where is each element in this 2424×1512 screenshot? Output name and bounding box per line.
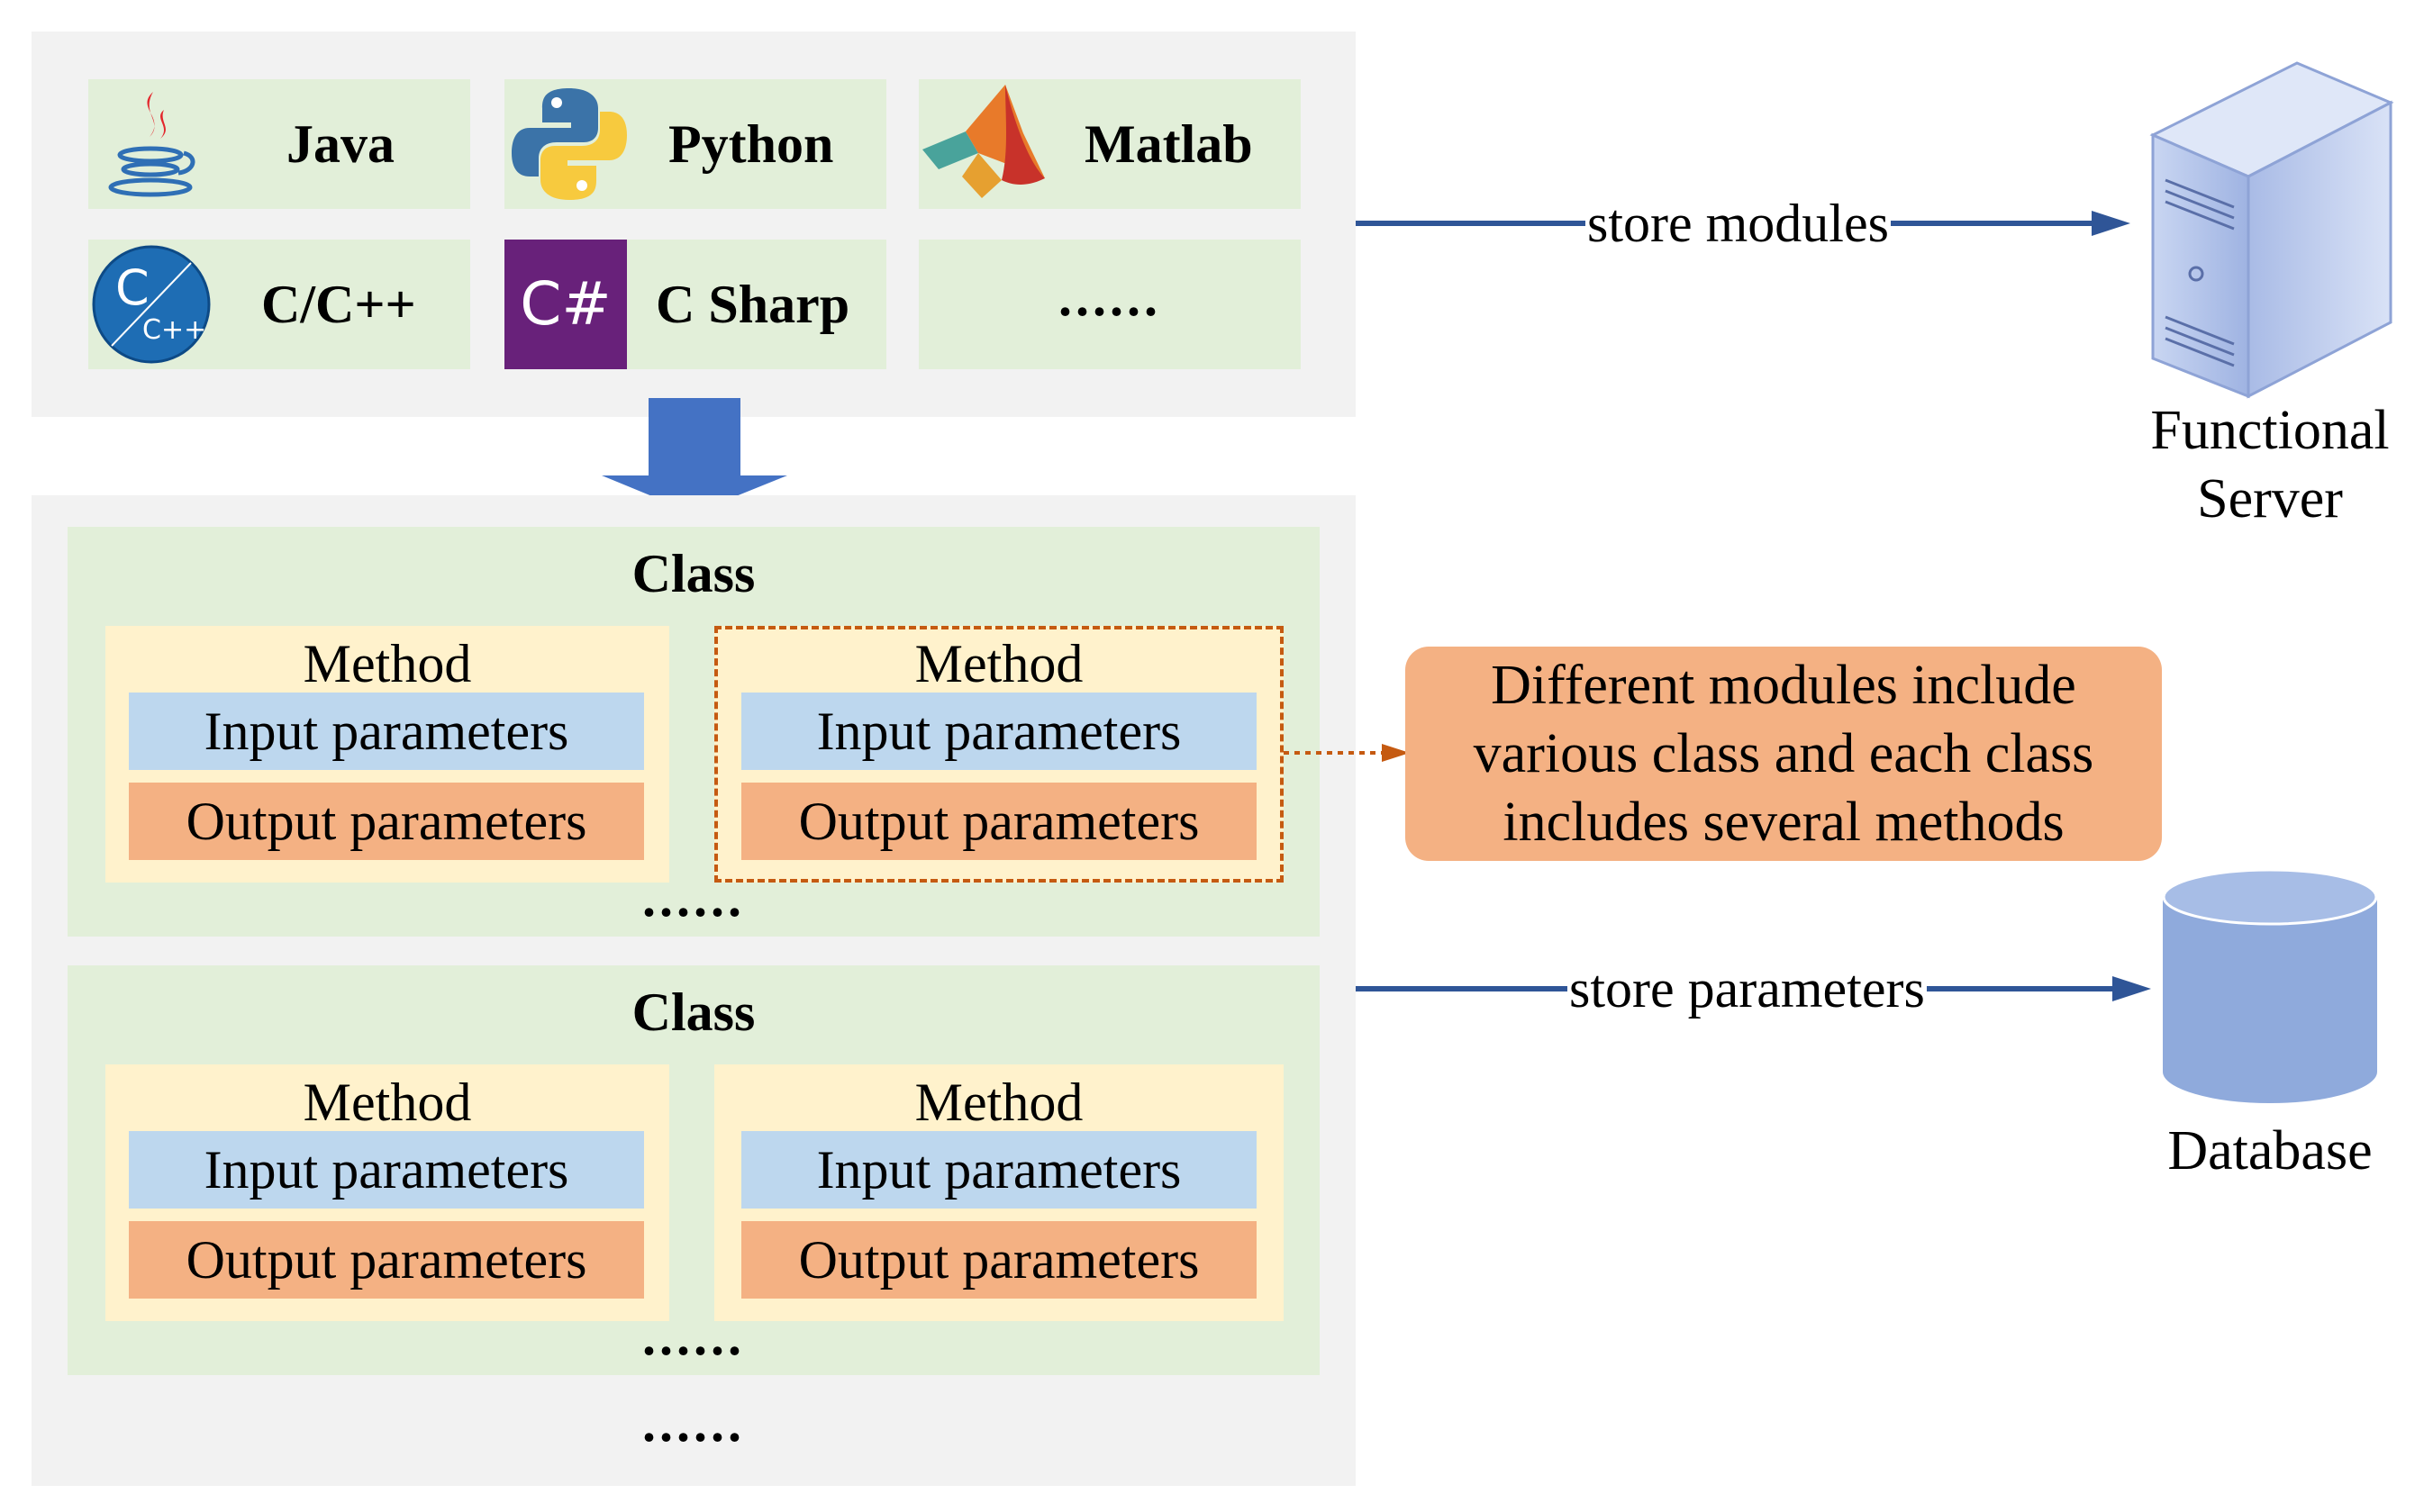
- output-parameters-bar: Output parameters: [741, 783, 1257, 860]
- method-title: Method: [914, 634, 1084, 693]
- language-label-java: Java: [286, 114, 395, 174]
- note-line-3: includes several methods: [1503, 792, 2065, 853]
- language-tile-matlab: Matlab: [919, 79, 1301, 209]
- down-arrow-icon: [602, 398, 787, 513]
- database-icon: [2162, 868, 2378, 1104]
- csharp-icon-text: C#: [520, 269, 612, 339]
- input-parameters-bar: Input parameters: [741, 693, 1257, 770]
- class-title: Class: [631, 982, 756, 1042]
- database-caption: Database: [2167, 1120, 2373, 1182]
- output-parameters-bar: Output parameters: [129, 783, 644, 860]
- method-ellipsis: ......: [642, 868, 745, 928]
- cpp-icon-letter: C: [115, 259, 150, 316]
- python-icon: [512, 88, 627, 200]
- language-tile-cpp: C C++ C/C++: [88, 240, 470, 369]
- csharp-icon: C#: [504, 240, 627, 369]
- class-ellipsis: ......: [642, 1393, 745, 1453]
- method-box: Method Input parameters Output parameter…: [105, 1064, 669, 1321]
- method-title: Method: [914, 1073, 1084, 1132]
- class-box-1: Class Method Input parameters Output par…: [68, 527, 1320, 937]
- class-title: Class: [631, 544, 756, 603]
- language-label-more: ......: [1058, 267, 1161, 327]
- cpp-icon-subscript: C++: [142, 314, 206, 346]
- language-label-cpp: C/C++: [261, 275, 416, 334]
- method-box: Method Input parameters Output parameter…: [714, 1064, 1284, 1321]
- input-parameters-bar: Input parameters: [129, 1131, 644, 1209]
- input-parameters-bar: Input parameters: [741, 1131, 1257, 1209]
- modules-note: Different modules include various class …: [1405, 647, 2162, 861]
- language-tile-java: Java: [88, 79, 470, 209]
- server-icon: [2149, 61, 2394, 399]
- java-icon: [108, 92, 195, 197]
- matlab-icon: [922, 85, 1045, 198]
- language-tile-csharp: C# C Sharp: [504, 240, 886, 369]
- method-title: Method: [303, 634, 472, 693]
- method-ellipsis: ......: [642, 1307, 745, 1366]
- store-modules-label: store modules: [1585, 194, 1891, 253]
- class-box-2: Class Method Input parameters Output par…: [68, 965, 1320, 1375]
- method-box-highlighted: Method Input parameters Output parameter…: [714, 626, 1284, 883]
- note-line-2: various class and each class: [1473, 723, 2094, 784]
- method-title: Method: [303, 1073, 472, 1132]
- cpp-icon: C C++: [92, 245, 211, 364]
- server-caption-line-2: Server: [2197, 468, 2343, 530]
- language-tile-more: ......: [919, 240, 1301, 369]
- output-parameters-bar: Output parameters: [129, 1221, 644, 1299]
- input-parameters-bar: Input parameters: [129, 693, 644, 770]
- store-parameters-label: store parameters: [1567, 959, 1927, 1019]
- method-box: Method Input parameters Output parameter…: [105, 626, 669, 883]
- server-caption-line-1: Functional: [2150, 400, 2390, 461]
- language-label-csharp: C Sharp: [656, 275, 850, 334]
- language-tile-python: Python: [504, 79, 886, 209]
- note-line-1: Different modules include: [1491, 655, 2076, 716]
- language-label-python: Python: [668, 114, 834, 174]
- output-parameters-bar: Output parameters: [741, 1221, 1257, 1299]
- server-caption: Functional Server: [2126, 396, 2414, 533]
- language-label-matlab: Matlab: [1085, 114, 1253, 174]
